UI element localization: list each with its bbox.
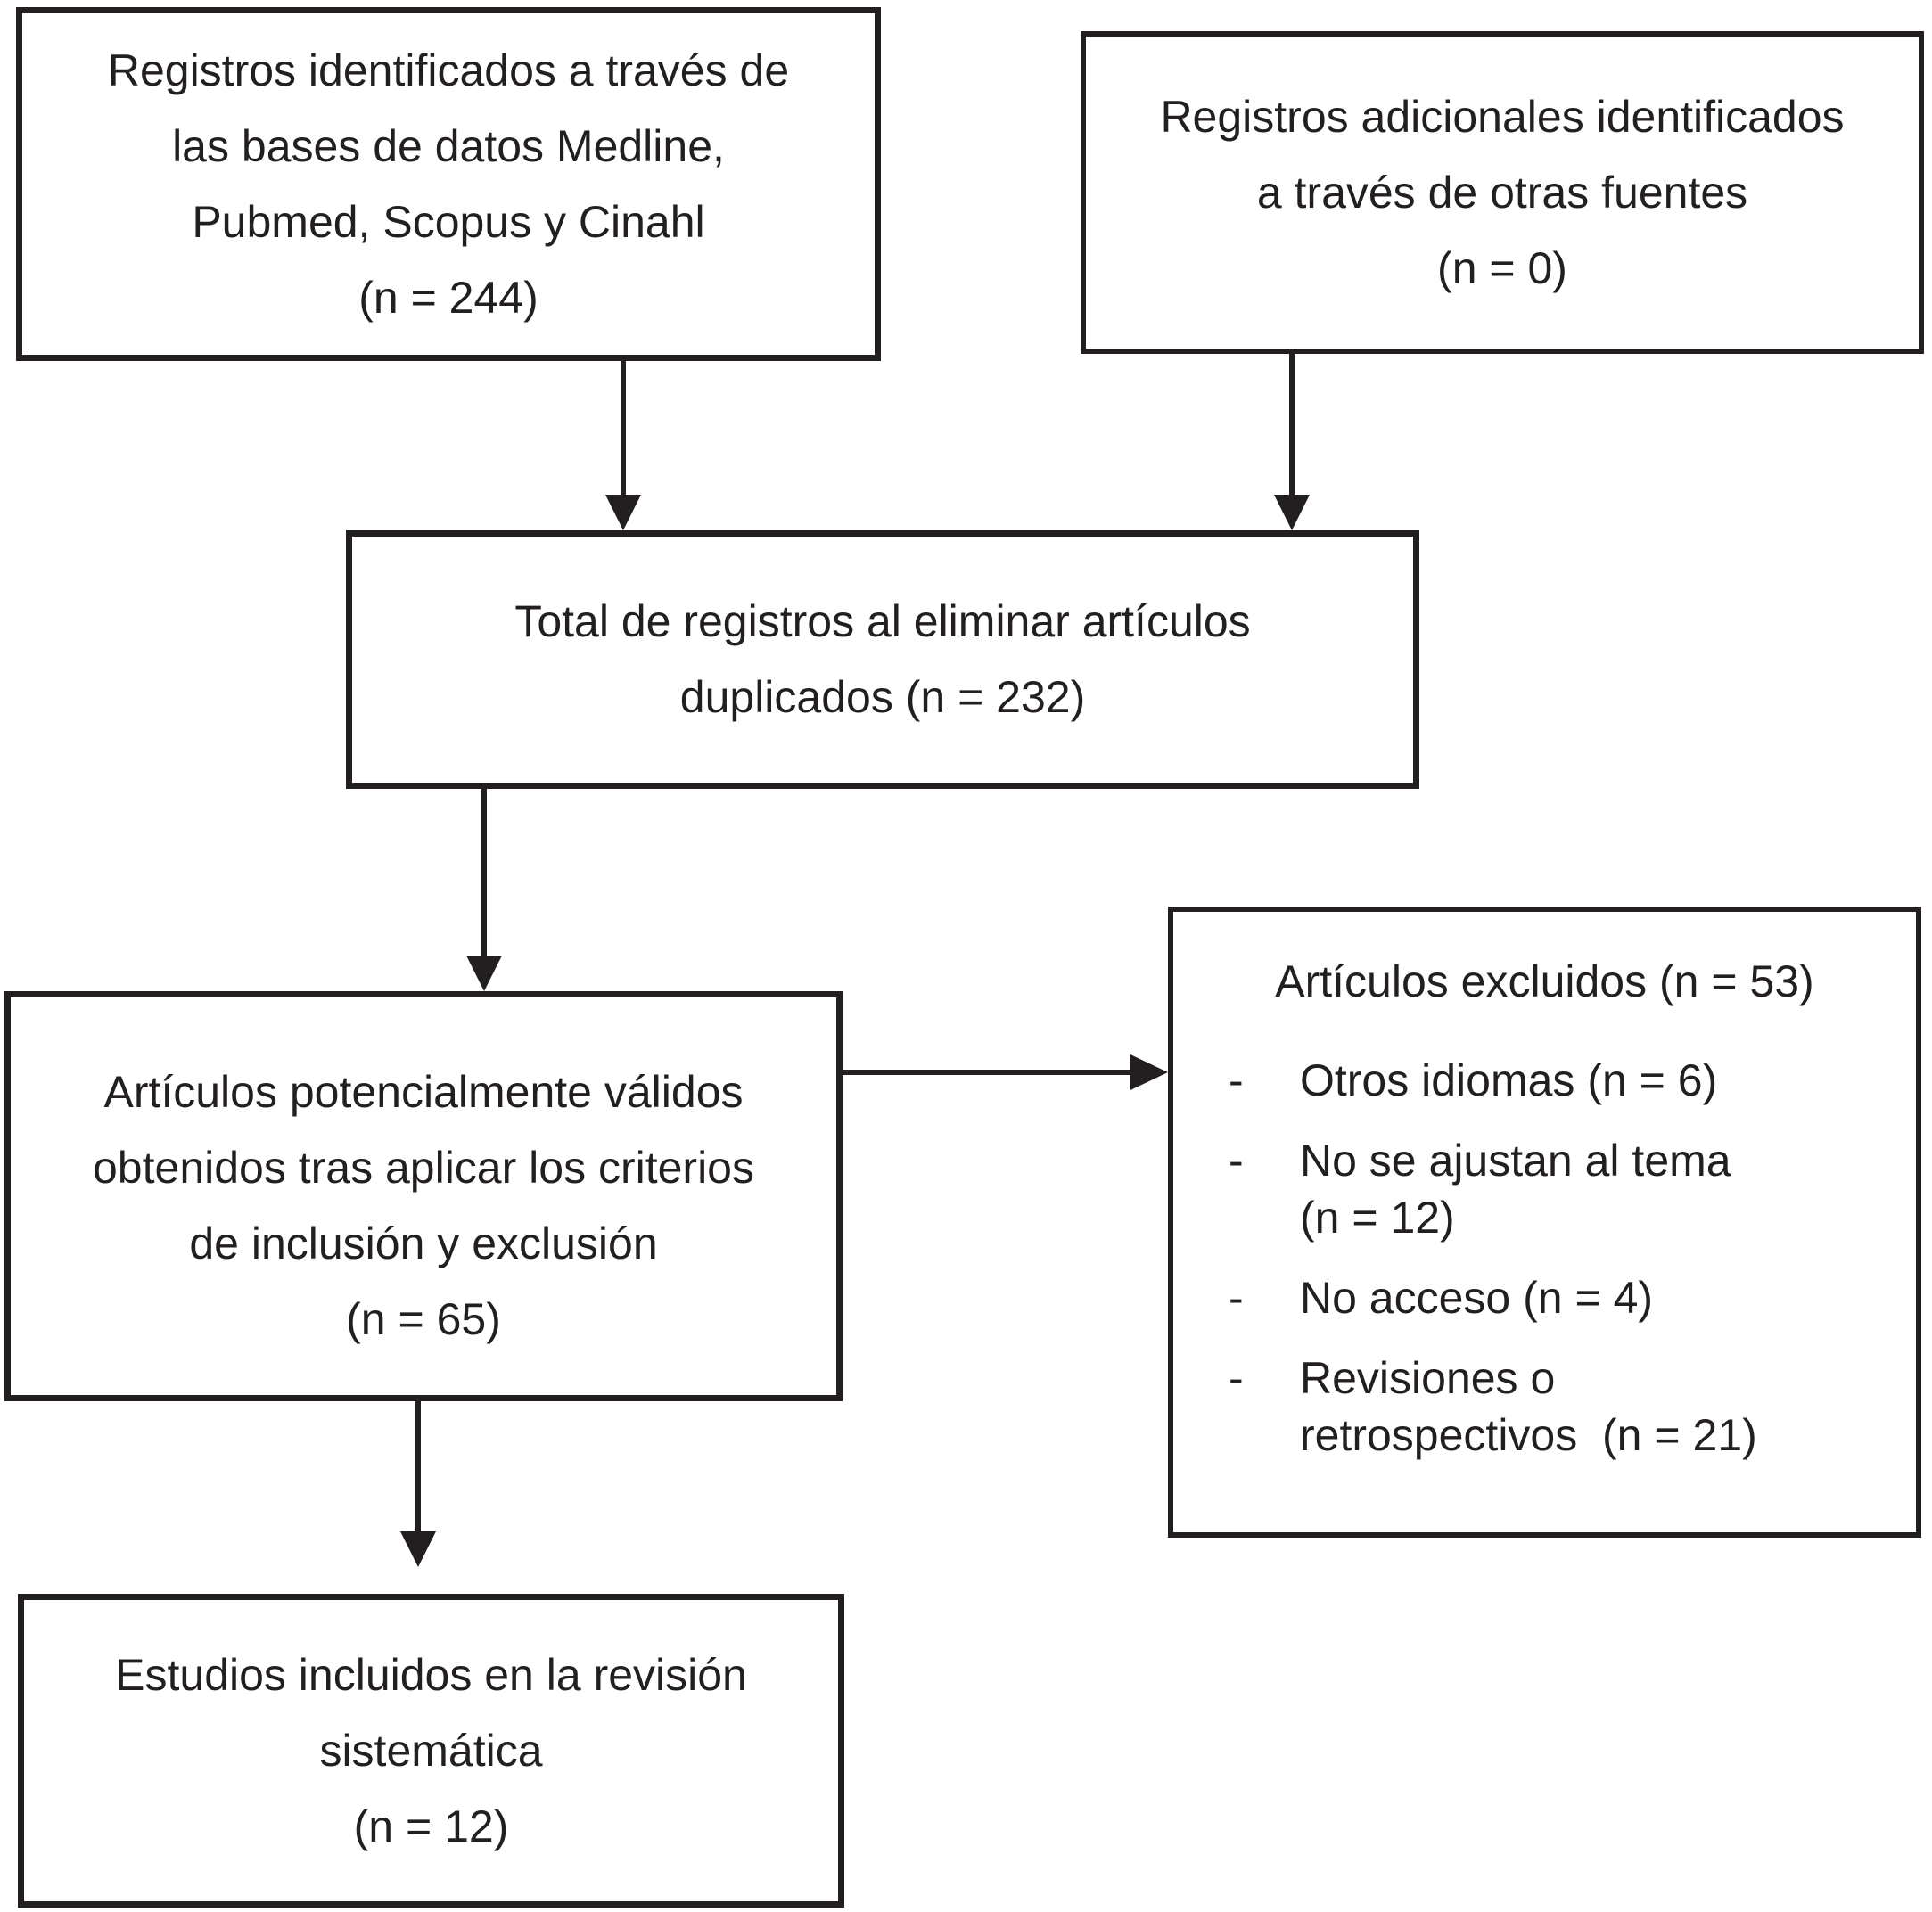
box-count-line: (n = 244) <box>358 272 538 323</box>
arrowhead-down-icon <box>400 1531 436 1567</box>
arrowhead-down-icon <box>605 495 641 530</box>
box-count-line: (n = 0) <box>1437 242 1567 293</box>
arrowhead-down-icon <box>1274 495 1310 530</box>
arrow-additional-to-total-line <box>1289 354 1295 496</box>
list-item-text: No acceso (n = 4) <box>1300 1269 1902 1326</box>
box-potentially-valid: Artículos potencialmente válidos obtenid… <box>4 991 843 1401</box>
arrow-identified-to-total-line <box>621 361 626 496</box>
box-text-line: sistemática <box>319 1725 543 1776</box>
list-item-text: Otros idiomas (n = 6) <box>1300 1052 1902 1109</box>
box-text-line: las bases de datos Medline, <box>172 120 725 171</box>
box-text-line: Registros identificados a través de <box>107 45 790 95</box>
box-text-line: Pubmed, Scopus y Cinahl <box>192 196 705 247</box>
list-item-line: Otros idiomas (n = 6) <box>1300 1055 1718 1105</box>
list-item-line: No se ajustan al tema <box>1300 1136 1731 1186</box>
box-text-line: Artículos potencialmente válidos <box>103 1067 744 1117</box>
excluded-title: Artículos excluidos (n = 53) <box>1275 956 1814 1006</box>
list-item-text: Revisiones o retrospectivos (n = 21) <box>1300 1350 1902 1464</box>
bullet-dash: - <box>1229 1353 1244 1403</box>
list-item: - No acceso (n = 4) <box>1229 1269 1902 1326</box>
list-item: - Revisiones o retrospectivos (n = 21) <box>1229 1350 1902 1464</box>
box-count-line: (n = 65) <box>346 1294 501 1344</box>
box-text-line: duplicados (n = 232) <box>679 672 1086 722</box>
bullet-dash: - <box>1229 1136 1244 1186</box>
box-text-line: Total de registros al eliminar artículos <box>514 596 1251 646</box>
box-excluded-articles: Artículos excluidos (n = 53) - Otros idi… <box>1168 907 1921 1538</box>
box-count-line: (n = 12) <box>353 1801 509 1851</box>
list-item: - Otros idiomas (n = 6) <box>1229 1052 1902 1109</box>
list-item-line: (n = 12) <box>1300 1193 1455 1243</box>
arrow-total-to-valid-line <box>481 789 487 956</box>
bullet-dash: - <box>1229 1273 1244 1323</box>
box-additional-records: Registros adicionales identificados a tr… <box>1081 31 1924 354</box>
arrowhead-right-icon <box>1130 1054 1168 1090</box>
box-text-line: Estudios incluidos en la revisión <box>115 1649 747 1700</box>
list-item-line: Revisiones o <box>1300 1353 1556 1403</box>
arrow-valid-to-included-line <box>415 1401 421 1532</box>
list-item-text: No se ajustan al tema (n = 12) <box>1300 1132 1902 1246</box>
list-item-line: retrospectivos (n = 21) <box>1300 1410 1757 1460</box>
excluded-reasons-list: - Otros idiomas (n = 6) - No se ajustan … <box>1173 1052 1916 1487</box>
bullet-dash: - <box>1229 1055 1244 1105</box>
arrowhead-down-icon <box>466 956 502 991</box>
box-included-studies: Estudios incluidos en la revisión sistem… <box>18 1594 844 1908</box>
list-item: - No se ajustan al tema (n = 12) <box>1229 1132 1902 1246</box>
box-text-line: Registros adicionales identificados <box>1160 91 1845 142</box>
list-item-line: No acceso (n = 4) <box>1300 1273 1654 1323</box>
box-text-line: a través de otras fuentes <box>1256 167 1748 217</box>
box-records-identified: Registros identificados a través de las … <box>16 7 881 361</box>
arrow-valid-to-excluded-line <box>843 1070 1132 1075</box>
box-text-line: de inclusión y exclusión <box>189 1219 658 1268</box>
box-total-deduplicated: Total de registros al eliminar artículos… <box>346 530 1419 789</box>
box-text-line: obtenidos tras aplicar los criterios <box>93 1143 754 1193</box>
